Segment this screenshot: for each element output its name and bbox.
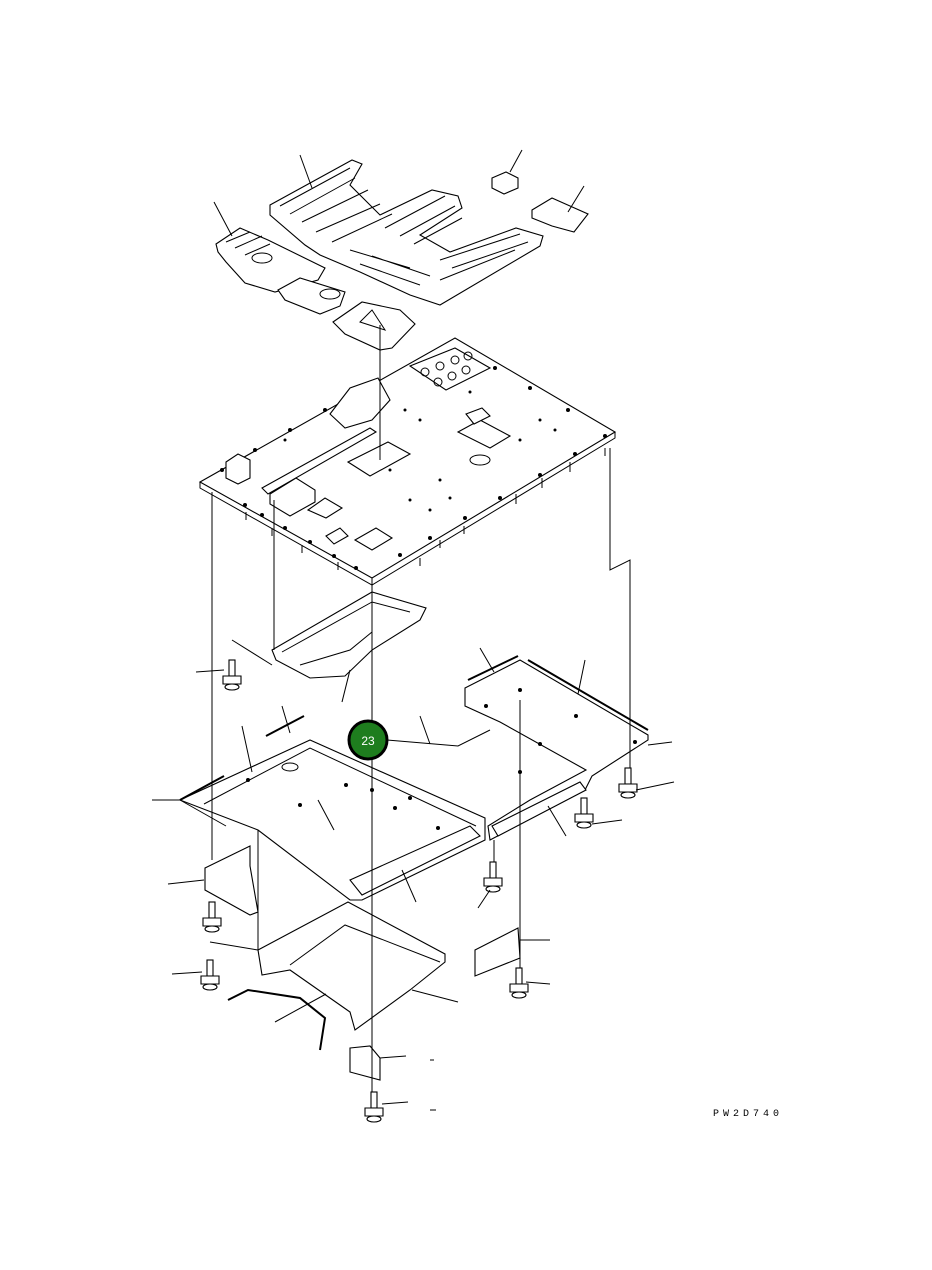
under-cover — [257, 901, 446, 1031]
bolt — [200, 959, 220, 991]
leader-bolt-6 — [477, 889, 491, 909]
small-plate-b — [531, 197, 589, 233]
leader-bolt-5 — [591, 819, 623, 825]
leader-mat-left — [213, 201, 233, 237]
leader-left-frame-b — [241, 725, 253, 773]
leader-right-frame-b — [577, 659, 586, 695]
bolt — [509, 967, 529, 999]
leader-right-frame-d — [547, 805, 567, 837]
leader-small-plate-b — [567, 185, 585, 213]
bolt — [222, 659, 242, 691]
callout-label: 23 — [361, 734, 375, 748]
leader-left-frame-e — [401, 869, 417, 903]
leader-right-frame-c — [647, 741, 673, 746]
leader-bracket-left — [167, 879, 205, 885]
leader-callout-right — [386, 729, 491, 747]
floor-mat-main — [269, 159, 544, 306]
leader-left-frame-d — [317, 799, 335, 831]
leader-left-frame-a — [281, 705, 291, 734]
leader-bolt-4 — [635, 781, 675, 791]
leader-center-duct — [341, 669, 351, 703]
leader-bolt-7 — [525, 981, 551, 985]
rod — [227, 988, 327, 1051]
leader-under-cover — [411, 989, 459, 1003]
drawing-reference-code: PW2D740 — [713, 1109, 784, 1120]
left-floor-frame — [178, 715, 486, 901]
bolt — [574, 797, 594, 829]
bolt — [618, 767, 638, 799]
leader-small-plate-a — [509, 149, 523, 173]
callout-23[interactable]: 23 — [347, 719, 389, 761]
leader-bolt-3 — [171, 971, 203, 975]
leader-callout-upper — [419, 715, 431, 745]
assembly-lines — [209, 325, 631, 1092]
bracket-bottom — [349, 1045, 381, 1081]
small-plate-a — [491, 171, 519, 195]
leader-bolt-8 — [381, 1101, 409, 1105]
bolt — [364, 1091, 384, 1123]
leader-bracket-bottom — [379, 1055, 407, 1059]
callout-circle[interactable] — [347, 719, 389, 761]
leader-bolt-1 — [195, 669, 225, 673]
leader-right-frame-a — [479, 647, 495, 673]
leader-rod — [274, 993, 327, 1023]
bolt — [483, 861, 503, 893]
leader-mat-main — [299, 154, 313, 189]
bracket-right — [474, 927, 521, 977]
floor-plate — [198, 337, 617, 586]
floor-mat-left — [215, 227, 416, 351]
bolt — [202, 901, 222, 933]
center-duct — [271, 591, 427, 679]
